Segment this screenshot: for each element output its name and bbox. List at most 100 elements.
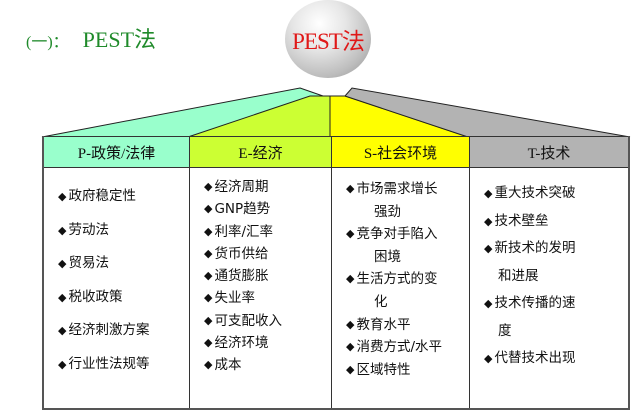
- list-item: ◆教育水平: [346, 314, 469, 337]
- roof-diagram: [41, 87, 631, 138]
- diamond-bullet-icon: ◆: [204, 246, 213, 260]
- diamond-bullet-icon: ◆: [346, 362, 355, 376]
- list-item: ◆利率/汇率: [204, 221, 331, 243]
- list-item: ◆货币供给: [204, 243, 331, 265]
- diamond-bullet-icon: ◆: [346, 272, 355, 286]
- list-item-text: 利率/汇率: [214, 223, 274, 240]
- list-item-text: 新技术的发明: [494, 240, 576, 256]
- list-item: ◆重大技术突破: [484, 180, 628, 208]
- diamond-bullet-icon: ◆: [58, 257, 67, 270]
- diamond-bullet-icon: ◆: [58, 290, 67, 304]
- list-item: ◆政府稳定性: [58, 180, 189, 214]
- list-item-text: 重大技术突破: [494, 185, 576, 201]
- list-item-text: 经济刺激方案: [68, 322, 150, 338]
- diamond-bullet-icon: ◆: [484, 297, 493, 310]
- diamond-bullet-icon: ◆: [204, 313, 213, 327]
- list-item-text: 可支配收入: [214, 312, 282, 329]
- header-social: S-社会环境: [332, 136, 469, 168]
- list-item-text: 货币供给: [214, 245, 269, 262]
- list-item-text: 政府稳定性: [68, 188, 136, 204]
- list-item-text: 成本: [214, 357, 242, 374]
- list-item-text: 代替技术出现: [494, 350, 576, 366]
- list-item-continuation: 和进展: [498, 267, 539, 284]
- list-item-text: GNP趋势: [214, 201, 271, 218]
- list-item: ◆贸易法: [58, 247, 189, 281]
- list-item-continuation: 困境: [374, 248, 401, 265]
- page-title: (一)： PEST法: [26, 22, 156, 54]
- diamond-bullet-icon: ◆: [484, 187, 493, 200]
- list-item-text: 通货膨胀: [214, 268, 269, 285]
- list-item-text: 生活方式的变: [356, 271, 438, 288]
- diamond-bullet-icon: ◆: [58, 223, 67, 237]
- list-item-continuation: 化: [374, 293, 388, 310]
- list-item: ◆新技术的发明: [484, 235, 628, 263]
- diamond-bullet-icon: ◆: [346, 317, 355, 331]
- diamond-bullet-icon: ◆: [484, 242, 493, 255]
- diamond-bullet-icon: ◆: [204, 202, 213, 216]
- diamond-bullet-icon: ◆: [484, 214, 493, 228]
- pest-sphere: PEST法: [285, 0, 371, 78]
- header-technological: T-技术: [470, 136, 628, 168]
- pest-table: P-政策/法律 ◆政府稳定性◆劳动法◆贸易法◆税收政策◆经济刺激方案◆行业性法规…: [42, 136, 630, 410]
- diamond-bullet-icon: ◆: [204, 269, 213, 283]
- header-political: P-政策/法律: [44, 136, 189, 168]
- diamond-bullet-icon: ◆: [58, 357, 67, 371]
- diamond-bullet-icon: ◆: [204, 291, 213, 305]
- list-item: ◆技术传播的速: [484, 290, 628, 318]
- list-item: ◆竞争对手陷入: [346, 223, 469, 246]
- list-item-text: 经济周期: [214, 179, 269, 195]
- list-item: ◆失业率: [204, 287, 331, 309]
- list-item-text: 教育水平: [356, 316, 411, 333]
- list-item: ◆经济刺激方案: [58, 314, 189, 348]
- list-item-text: 失业率: [214, 290, 255, 307]
- diamond-bullet-icon: ◆: [58, 324, 67, 337]
- diamond-bullet-icon: ◆: [204, 180, 213, 193]
- list-item-text: 技术壁垒: [494, 212, 549, 229]
- list-item: ◆生活方式的变: [346, 268, 469, 291]
- list-item-text: 贸易法: [68, 255, 109, 271]
- list-item: ◆消费方式/水平: [346, 336, 469, 359]
- diamond-bullet-icon: ◆: [346, 182, 355, 195]
- list-item: ◆税收政策: [58, 281, 189, 315]
- diamond-bullet-icon: ◆: [204, 336, 213, 350]
- list-item-text: 竞争对手陷入: [356, 226, 438, 243]
- list-technological: ◆重大技术突破◆技术壁垒◆新技术的发明和进展◆技术传播的速度◆代替技术出现: [470, 168, 628, 408]
- column-economic: E-经济 ◆经济周期◆GNP趋势◆利率/汇率◆货币供给◆通货膨胀◆失业率◆可支配…: [190, 136, 332, 408]
- list-item: ◆市场需求增长: [346, 178, 469, 201]
- diamond-bullet-icon: ◆: [346, 227, 355, 241]
- list-item-text: 市场需求增长: [356, 181, 438, 197]
- list-item-text: 行业性法规等: [68, 355, 150, 372]
- list-economic: ◆经济周期◆GNP趋势◆利率/汇率◆货币供给◆通货膨胀◆失业率◆可支配收入◆经济…: [190, 168, 331, 408]
- list-item-text: 消费方式/水平: [356, 339, 443, 356]
- diamond-bullet-icon: ◆: [484, 352, 493, 365]
- list-item: ◆通货膨胀: [204, 265, 331, 287]
- list-item: ◆技术壁垒: [484, 208, 628, 236]
- list-item: ◆代替技术出现: [484, 345, 628, 373]
- list-item: ◆劳动法: [58, 214, 189, 248]
- list-item-text: 经济环境: [214, 335, 269, 352]
- diamond-bullet-icon: ◆: [204, 224, 213, 238]
- list-item: ◆经济环境: [204, 332, 331, 354]
- list-item: ◆GNP趋势: [204, 198, 331, 220]
- roof-t: [344, 87, 631, 138]
- list-item-text: 区域特性: [356, 361, 411, 378]
- list-item: ◆可支配收入: [204, 310, 331, 332]
- column-technological: T-技术 ◆重大技术突破◆技术壁垒◆新技术的发明和进展◆技术传播的速度◆代替技术…: [470, 136, 628, 408]
- header-economic: E-经济: [190, 136, 331, 168]
- list-political: ◆政府稳定性◆劳动法◆贸易法◆税收政策◆经济刺激方案◆行业性法规等: [44, 168, 189, 408]
- list-item-text: 技术传播的速: [494, 295, 576, 311]
- list-item: ◆行业性法规等: [58, 348, 189, 382]
- list-item: ◆成本: [204, 354, 331, 376]
- list-item: ◆经济周期: [204, 176, 331, 198]
- list-item-text: 税收政策: [68, 288, 123, 305]
- column-social: S-社会环境 ◆市场需求增长强劲◆竞争对手陷入困境◆生活方式的变化◆教育水平◆消…: [332, 136, 470, 408]
- column-political: P-政策/法律 ◆政府稳定性◆劳动法◆贸易法◆税收政策◆经济刺激方案◆行业性法规…: [44, 136, 190, 408]
- diamond-bullet-icon: ◆: [204, 358, 213, 372]
- list-item-continuation: 强劲: [374, 203, 401, 220]
- section-number: (一)：: [26, 34, 69, 51]
- list-item-continuation: 度: [498, 322, 512, 339]
- section-title: PEST法: [82, 27, 157, 52]
- sphere-label: PEST法: [292, 29, 365, 54]
- list-social: ◆市场需求增长强劲◆竞争对手陷入困境◆生活方式的变化◆教育水平◆消费方式/水平◆…: [332, 168, 469, 408]
- list-item-text: 劳动法: [68, 221, 109, 238]
